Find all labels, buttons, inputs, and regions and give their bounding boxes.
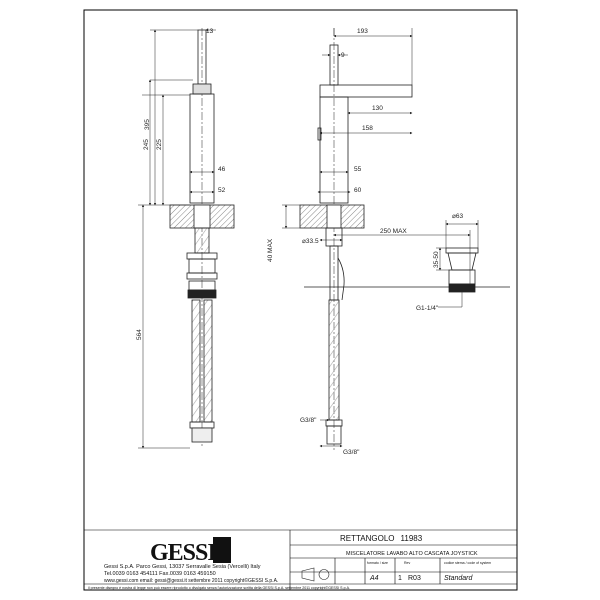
dim-250-max: 250 MAX [380, 228, 407, 235]
company-line-1: Gessi S.p.A. Parco Gessi, 13037 Serraval… [104, 564, 261, 570]
sheet-border [83, 9, 518, 591]
company-line-3: www.gessi.com email: gessi@gessi.it sett… [104, 577, 278, 584]
dim-60: 60 [354, 187, 362, 194]
projection-symbol [301, 567, 330, 582]
format-label: formato / size [367, 561, 388, 565]
dim-63: ⌀63 [452, 213, 464, 220]
standard-label: codice stema / code of system [444, 561, 491, 565]
front-dimensions [138, 28, 216, 449]
dim-395: 395 [144, 119, 151, 130]
front-hose-right [203, 299, 213, 423]
gessi-logo: GESSI [150, 537, 231, 566]
front-hose-left [191, 299, 201, 423]
company-line-2: Tel.0039 0163 454111 Fax.0039 0163 45915… [104, 571, 216, 577]
dim-35-50: 35-50 [433, 251, 440, 268]
dim-564: 564 [136, 329, 143, 340]
dim-g3-8-connector: G3/8" [343, 449, 360, 456]
dim-52: 52 [218, 187, 226, 194]
dim-130: 130 [372, 105, 383, 112]
dim-193: 193 [357, 28, 368, 35]
svg-text:GESSI: GESSI [150, 540, 216, 566]
dim-13: 13 [206, 28, 214, 35]
dim-55: 55 [354, 166, 362, 173]
dim-40-max: 40 MAX [267, 238, 274, 262]
format-value: A4 [369, 575, 379, 582]
footer-note: il presente disegno è nostra di legge no… [88, 586, 350, 590]
dim-158: 158 [362, 125, 373, 132]
waste-view [445, 247, 510, 293]
dim-9: 9 [341, 52, 345, 59]
standard-value: Standard [444, 575, 474, 582]
dim-225: 225 [156, 139, 163, 150]
rev-label: Rev [404, 561, 410, 565]
title-block [84, 529, 517, 590]
rev-value: R03 [408, 575, 421, 582]
scale-value: 1 [398, 575, 402, 582]
side-view [299, 28, 470, 450]
dim-g1-1-4: G1-1/4" [416, 305, 439, 312]
side-dimensions [282, 28, 471, 448]
front-view [169, 28, 235, 448]
dim-245: 245 [143, 139, 150, 150]
dim-46: 46 [218, 166, 226, 173]
dim-g3-8-hose: G3/8" [300, 417, 317, 424]
dim-33-5: ⌀33.5 [302, 238, 319, 245]
product-description: MISCELATORE LAVABO ALTO CASCATA JOYSTICK [346, 551, 478, 557]
